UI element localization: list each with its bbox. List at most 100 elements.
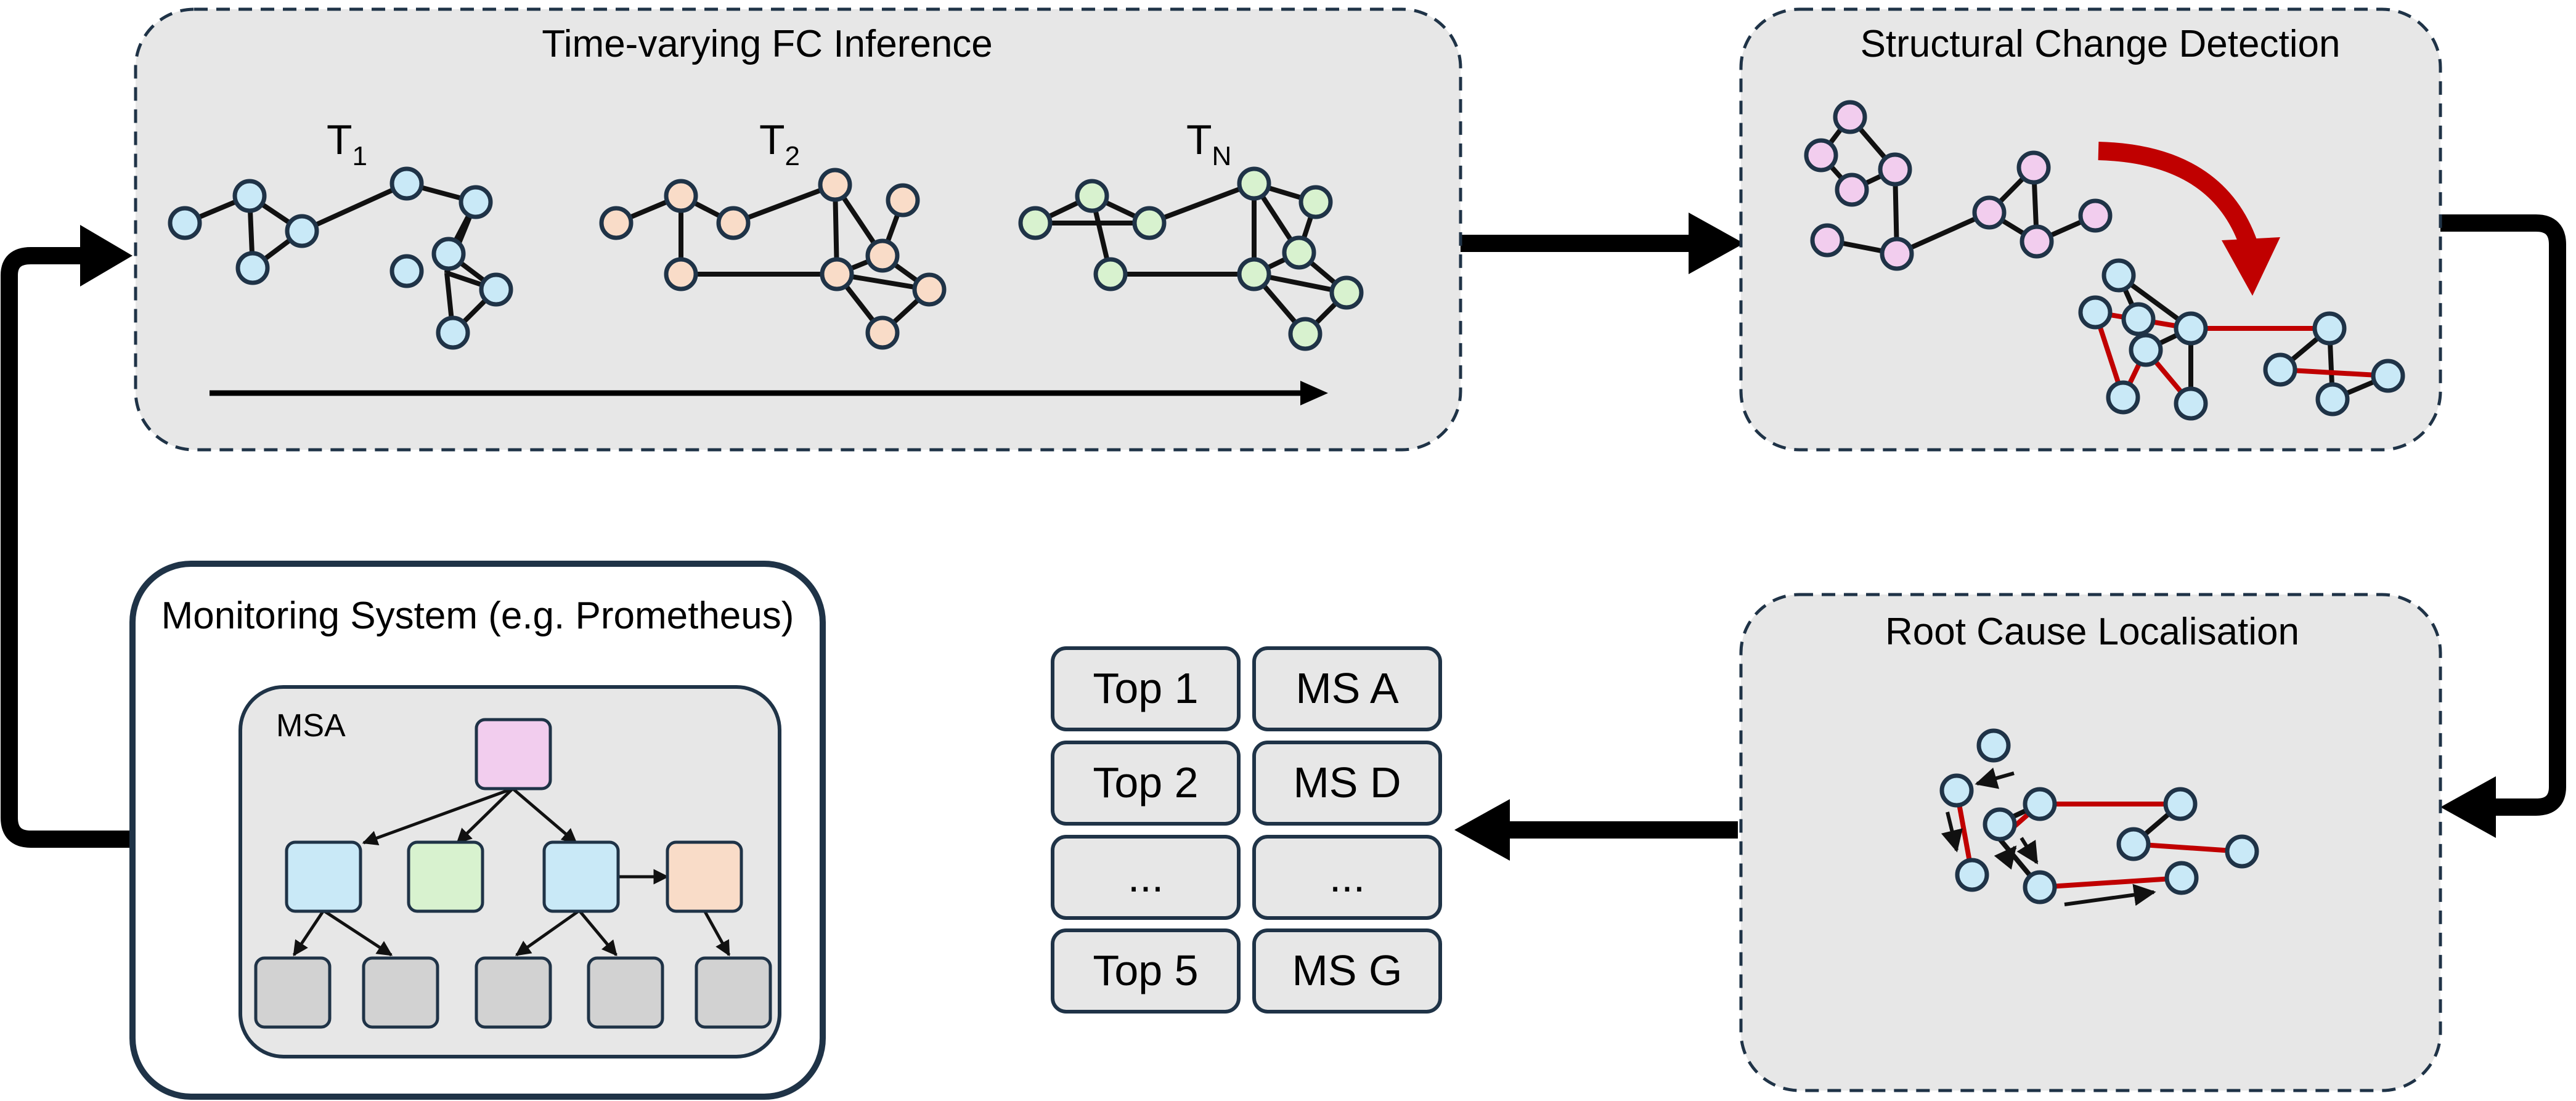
graph-node — [479, 272, 513, 307]
monitoring-title: Monitoring System (e.g. Prometheus) — [161, 595, 794, 637]
arrow-icon — [2440, 776, 2496, 838]
panel-structural-change: Structural Change Detection — [1739, 7, 2442, 452]
ranking-row-3: ... ... — [1051, 835, 1442, 920]
graph-node — [912, 272, 947, 307]
graph-node — [232, 179, 267, 213]
rank-label: Top 1 — [1093, 664, 1198, 712]
service-box — [475, 956, 552, 1029]
graph-node — [389, 254, 424, 288]
graph-node — [2101, 258, 2136, 293]
fc-inference-title: Time-varying FC Inference — [542, 23, 993, 65]
graph-node — [1288, 317, 1323, 351]
service-box — [407, 840, 484, 913]
graph-node — [2023, 787, 2057, 821]
graph-root-cause — [1939, 728, 2259, 906]
graph-node — [389, 166, 424, 201]
service-box — [475, 718, 552, 790]
graph-node — [285, 214, 319, 248]
arrow-icon — [1300, 381, 1328, 405]
service-box — [587, 956, 664, 1029]
graph-node — [599, 206, 634, 240]
graph-node — [2174, 311, 2208, 346]
graph-node — [1835, 173, 1869, 207]
ranking-row-1: Top 1 MS A — [1051, 646, 1442, 731]
graph-tn — [1018, 166, 1364, 351]
panel-root-cause: Root Cause Localisation — [1739, 593, 2442, 1092]
graph-node — [818, 168, 852, 202]
service-label: MS A — [1295, 664, 1399, 712]
rank-label: Top 2 — [1093, 758, 1198, 806]
flow-arrows — [1, 213, 2566, 861]
graph-node — [716, 206, 751, 240]
arrow-icon — [1994, 845, 2017, 870]
graph-after — [2078, 258, 2405, 421]
graph-node — [2164, 861, 2199, 895]
curved-arrow-icon — [2222, 237, 2280, 296]
graph-node — [2078, 198, 2113, 233]
arrow-icon — [2440, 214, 2566, 816]
graph-node — [1833, 100, 1867, 134]
graph-node — [2312, 311, 2347, 346]
graph-node — [1075, 179, 1109, 213]
graph-node — [1955, 858, 1989, 892]
service-box — [285, 840, 362, 913]
rank-label: ... — [1128, 853, 1164, 901]
ranking-row-2: Top 2 MS D — [1051, 741, 1442, 826]
time-label-tn: TN — [1186, 116, 1231, 171]
graph-node — [1939, 773, 1974, 808]
arrow-icon — [80, 225, 132, 286]
graph-node — [1132, 206, 1167, 240]
graph-node — [664, 179, 698, 213]
graph-node — [168, 206, 202, 240]
graph-node — [1018, 206, 1053, 240]
graph-node — [1810, 223, 1844, 258]
graph-node — [1282, 235, 1316, 270]
service-box — [542, 840, 620, 913]
graph-node — [1878, 152, 1912, 187]
time-label-t1: T1 — [327, 116, 367, 171]
root-cause-title: Root Cause Localisation — [1885, 611, 2299, 653]
msa-edges — [292, 787, 731, 957]
graph-node — [431, 237, 466, 271]
ranking-row-4: Top 5 MS G — [1051, 928, 1442, 1014]
graph-node — [2023, 870, 2057, 904]
graph-before — [1804, 100, 2113, 271]
panel-monitoring: Monitoring System (e.g. Prometheus) MSA — [129, 561, 826, 1100]
graph-node — [820, 257, 854, 291]
graph-node — [2225, 834, 2259, 869]
ranking-table: Top 1 MS A Top 2 MS D ... ... Top 5 MS G — [1051, 646, 1442, 1014]
graph-node — [1237, 166, 1271, 201]
graph-node — [664, 257, 698, 291]
graph-node — [2020, 224, 2054, 259]
graph-node — [2163, 787, 2198, 821]
service-box — [695, 956, 772, 1029]
graph-node — [235, 251, 270, 285]
graph-node — [865, 238, 900, 273]
graph-t1 — [168, 166, 513, 350]
arrow-icon — [1, 247, 132, 848]
graph-node — [865, 315, 900, 350]
graph-node — [1298, 185, 1333, 219]
arrow-icon — [1975, 767, 2015, 789]
service-label: MS G — [1292, 946, 1403, 994]
graph-node — [2129, 333, 2163, 367]
arrow-icon — [1689, 213, 1744, 274]
arrow-icon — [2016, 837, 2039, 865]
arrow-icon — [1941, 811, 1963, 853]
rank-label: Top 5 — [1093, 946, 1198, 994]
graph-node — [1237, 257, 1271, 291]
graph-node — [2263, 352, 2297, 387]
graph-node — [1329, 275, 1364, 310]
graph-node — [436, 315, 470, 350]
graph-node — [459, 185, 493, 219]
arrow-icon — [1454, 799, 1510, 861]
service-box — [666, 840, 743, 913]
service-label: ... — [1329, 853, 1365, 901]
graph-node — [1093, 257, 1128, 291]
graph-node — [886, 183, 920, 217]
graph-node — [1804, 138, 1838, 173]
graph-node — [2121, 302, 2156, 336]
service-label: MS D — [1294, 758, 1401, 806]
msa-label: MSA — [276, 708, 346, 744]
